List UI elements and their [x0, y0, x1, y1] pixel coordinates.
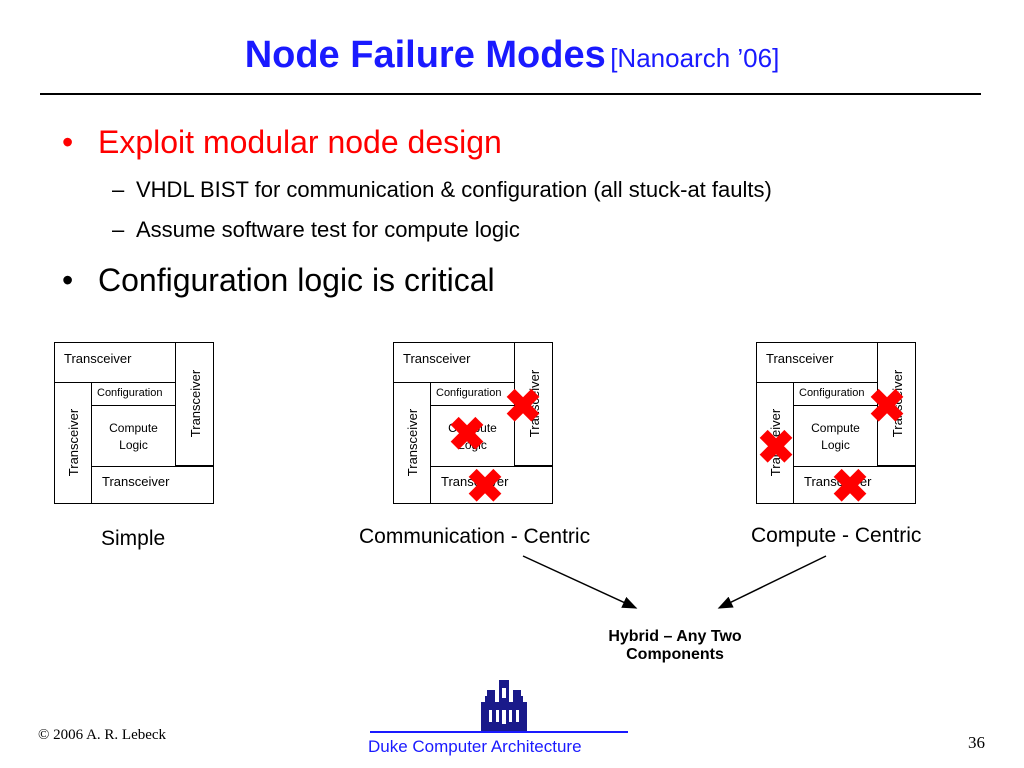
configuration-label: Configuration [799, 387, 865, 399]
compute-logic-label: Compute Logic [109, 421, 158, 452]
sub-bullet-2: – Assume software test for compute logic [112, 217, 712, 245]
transceiver-label: Transceiver [804, 474, 872, 489]
transceiver-bottom: Transceiver [91, 466, 214, 504]
fail-x-icon: ✖ [756, 421, 796, 473]
fail-x-icon: ✖ [447, 408, 487, 460]
sub-bullet-1-text: VHDL BIST for communication & configurat… [136, 177, 772, 202]
transceiver-bottom: Transceiver [430, 466, 553, 504]
transceiver-label: Transceiver [766, 351, 834, 366]
transceiver-left: Transceiver [393, 382, 431, 504]
transceiver-left: Transceiver [54, 382, 92, 504]
transceiver-label: Transceiver [64, 351, 132, 366]
compute-logic-label: Compute Logic [448, 421, 497, 452]
transceiver-left: Transceiver [756, 382, 794, 504]
caption-compute-centric: Compute - Centric [751, 524, 922, 547]
title-main: Node Failure Modes [244, 34, 606, 76]
caption-simple: Simple [101, 527, 166, 550]
bullet-dot: • [62, 262, 74, 298]
compute-logic-label: Compute Logic [811, 421, 860, 452]
page-number: 36 [968, 733, 985, 752]
footer-divider [370, 731, 628, 733]
arrow-compute-to-hybrid [717, 555, 827, 609]
sub-bullet-1: – VHDL BIST for communication & configur… [112, 177, 972, 205]
fail-x-icon: ✖ [465, 460, 505, 512]
title-divider [40, 93, 981, 95]
title-reference: [Nanoarch ’06] [610, 43, 780, 73]
transceiver-label: Transceiver [102, 474, 170, 489]
sub-bullet-dash: – [112, 177, 125, 202]
bullet-2-text: Configuration logic is critical [98, 262, 495, 298]
sub-bullet-dash: – [112, 217, 125, 242]
fail-x-icon: ✖ [503, 380, 543, 432]
configuration-label: Configuration [436, 387, 502, 399]
configuration-block: Configuration [430, 382, 515, 406]
compute-logic-block: Compute Logic [793, 405, 878, 467]
node-diagram-communication-centric: Transceiver Transceiver Transceiver Conf… [393, 342, 553, 504]
footer-copyright: © 2006 A. R. Lebeck [38, 727, 167, 743]
arrow-comm-to-hybrid [522, 555, 638, 609]
duke-chapel-logo [481, 680, 527, 732]
bullet-2: • Configuration logic is critical [62, 262, 662, 302]
compute-logic-block: Compute Logic [430, 405, 515, 467]
slide-title: Node Failure Modes [Nanoarch ’06] [0, 34, 1024, 77]
transceiver-right: Transceiver [514, 342, 553, 466]
transceiver-label: Transceiver [441, 474, 509, 489]
configuration-label: Configuration [97, 387, 163, 399]
node-diagram-simple: Transceiver Transceiver Transceiver Conf… [54, 342, 214, 504]
fail-x-icon: ✖ [830, 460, 870, 512]
node-diagram-compute-centric: Transceiver Transceiver Transceiver Conf… [756, 342, 916, 504]
hybrid-label: Hybrid – Any Two Components [608, 628, 742, 663]
caption-communication-centric: Communication - Centric [359, 525, 591, 548]
transceiver-right: Transceiver [877, 342, 916, 466]
transceiver-label: Transceiver [403, 351, 471, 366]
footer-organization: Duke Computer Architecture [368, 737, 582, 756]
transceiver-bottom: Transceiver [793, 466, 916, 504]
bullet-dot: • [62, 124, 74, 160]
bullet-1: • Exploit modular node design [62, 124, 662, 164]
fail-x-icon: ✖ [867, 380, 907, 432]
bullet-1-text: Exploit modular node design [98, 124, 502, 160]
sub-bullet-2-text: Assume software test for compute logic [136, 217, 520, 242]
